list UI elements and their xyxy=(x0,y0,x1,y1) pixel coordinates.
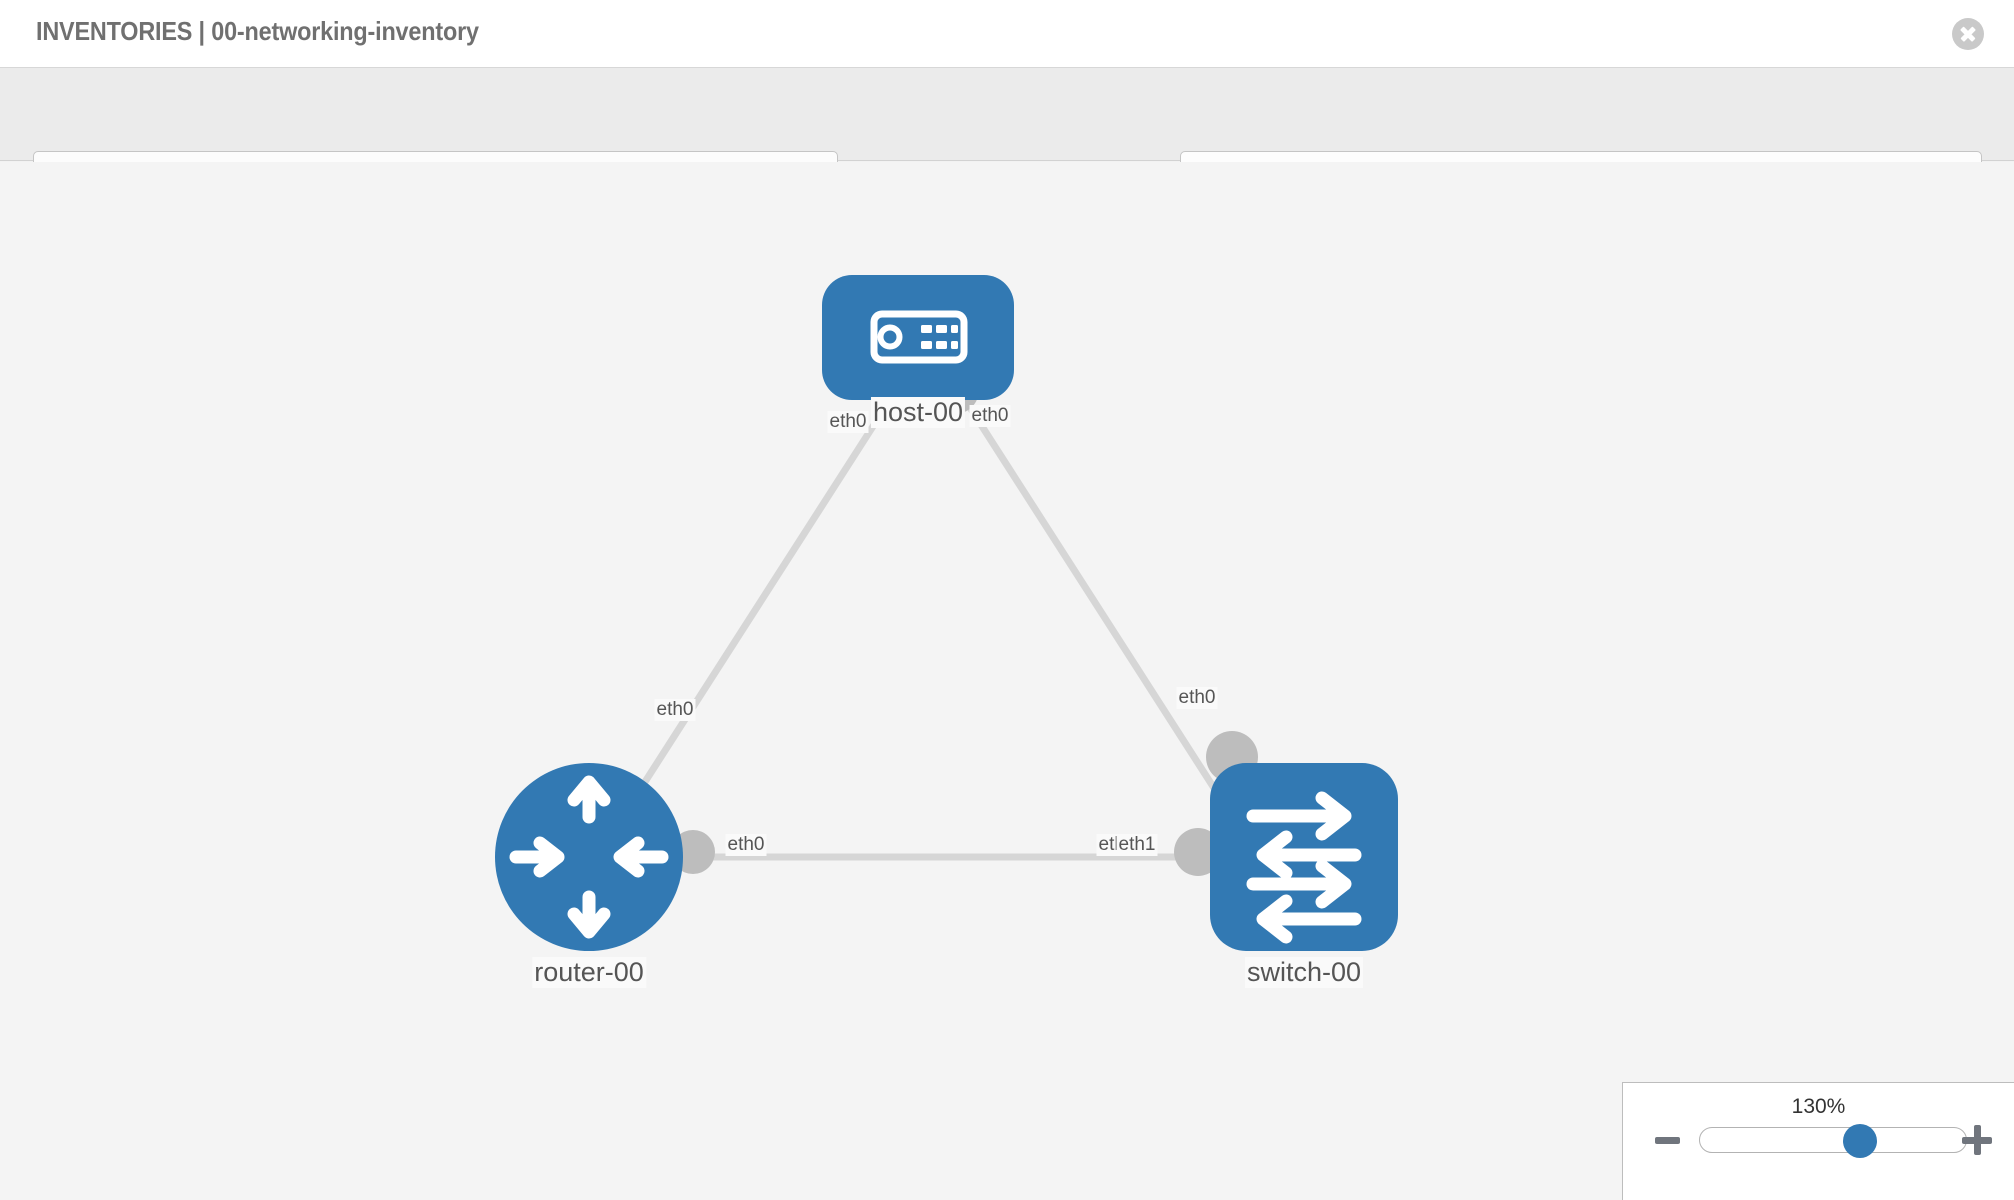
page-header: INVENTORIES | 00-networking-inventory xyxy=(0,0,2014,68)
page-title: INVENTORIES | 00-networking-inventory xyxy=(36,16,479,46)
node-label-switch-00: switch-00 xyxy=(1244,957,1364,988)
node-label-router-00: router-00 xyxy=(532,957,646,988)
link-host-router xyxy=(597,390,898,854)
edge-label-router-right: eth0 xyxy=(725,834,767,856)
node-label-host-00: host-00 xyxy=(870,397,966,428)
zoom-slider-knob[interactable] xyxy=(1842,1124,1877,1158)
node-host-00[interactable] xyxy=(822,275,1014,400)
zoom-slider-track[interactable] xyxy=(1699,1124,1967,1158)
topology-connectors xyxy=(671,366,1258,876)
close-icon[interactable] xyxy=(1952,18,1984,50)
topology-canvas[interactable]: host-00 router-00 switch-00 eth0 eth0 et… xyxy=(0,162,2014,1200)
zoom-level-value: 130% xyxy=(1791,1095,1846,1118)
edge-label-router-upper: eth0 xyxy=(654,699,696,721)
edge-label-switch-left-front: eth1 xyxy=(1116,834,1158,856)
edge-label-switch-upper: eth0 xyxy=(1176,687,1218,709)
node-switch-00[interactable] xyxy=(1210,763,1398,951)
switch-arrows-icon xyxy=(1246,791,1362,944)
edge-label-host-left: eth0 xyxy=(827,411,869,433)
link-host-switch xyxy=(957,390,1258,854)
router-arrows-icon xyxy=(509,775,669,939)
toolbar: ACTIONS SEARCH xyxy=(0,68,2014,207)
zoom-out-button[interactable] xyxy=(1655,1137,1680,1144)
zoom-control-panel: 130% xyxy=(1622,1082,2014,1200)
topology-links xyxy=(597,390,1270,861)
zoom-in-button[interactable] xyxy=(1962,1125,1992,1155)
edge-label-host-right: eth0 xyxy=(969,405,1011,427)
node-router-00[interactable] xyxy=(495,763,683,951)
server-icon xyxy=(870,310,968,364)
topology-graph xyxy=(495,275,1398,951)
